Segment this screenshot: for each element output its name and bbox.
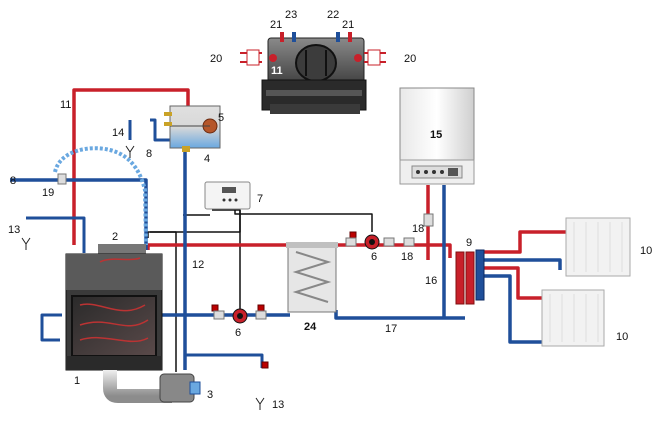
label-21a: 21 [270, 19, 282, 31]
label-10b: 10 [616, 331, 628, 343]
label-10a: 10 [640, 245, 652, 257]
control-line [150, 231, 177, 372]
plate-heat-exchanger [286, 242, 338, 313]
air-intake [103, 370, 201, 403]
label-7: 7 [257, 193, 263, 205]
label-18a: 18 [412, 223, 424, 235]
supply-pipe [480, 230, 566, 254]
return-pipe [482, 258, 562, 270]
label-13b: 13 [272, 399, 284, 411]
supply-pipe [146, 243, 290, 250]
label-24: 24 [304, 321, 317, 333]
label-3: 3 [207, 389, 213, 401]
pump-lower [232, 308, 248, 324]
label-6a: 6 [235, 327, 241, 339]
label-5: 5 [218, 112, 224, 124]
return-pipe [40, 313, 62, 342]
return-pipe [334, 310, 465, 320]
label-18b: 18 [401, 251, 413, 263]
pipes [10, 88, 566, 372]
drain-tap [255, 397, 265, 410]
label-2: 2 [112, 231, 118, 243]
label-20a: 20 [210, 53, 222, 65]
expansion-tank [164, 105, 221, 152]
label-6b: 6 [371, 251, 377, 263]
label-17: 17 [385, 323, 397, 335]
label-22: 22 [327, 9, 339, 21]
label-11b: 11 [271, 65, 283, 77]
filters [57, 173, 434, 320]
supply-pipe [336, 243, 452, 258]
supply-pipe [480, 266, 542, 300]
controller [204, 181, 251, 210]
return-pipe [10, 178, 148, 250]
control-line [234, 203, 373, 232]
radiator-lower [541, 289, 605, 347]
label-19: 19 [42, 187, 54, 199]
label-12: 12 [192, 259, 204, 271]
label-13a: 13 [8, 224, 20, 236]
return-pipe [185, 353, 264, 368]
gas-boiler [399, 87, 475, 185]
labels: 1 2 3 4 5 6 6 7 8 8 9 10 10 11 11 12 13 … [8, 9, 652, 411]
label-11a: 11 [60, 99, 71, 111]
fireplace-insert-top [240, 32, 386, 114]
flex-hose [53, 146, 148, 246]
return-pipe [150, 118, 170, 142]
label-1: 1 [74, 375, 80, 387]
label-8a: 8 [10, 175, 16, 187]
radiator-upper [565, 217, 631, 277]
return-pipe [26, 216, 86, 253]
label-16: 16 [425, 275, 437, 287]
label-14: 14 [112, 127, 124, 139]
drain-tap [125, 145, 135, 158]
label-23: 23 [285, 9, 297, 21]
drain-tap [21, 237, 31, 250]
label-20b: 20 [404, 53, 416, 65]
label-15: 15 [430, 129, 442, 141]
supply-pipe [72, 88, 190, 245]
label-8b: 8 [146, 148, 152, 160]
label-4: 4 [204, 153, 210, 165]
valves [211, 231, 357, 369]
return-pipe [482, 274, 548, 344]
manifold [455, 249, 485, 305]
label-9: 9 [466, 237, 472, 249]
fireplace [65, 244, 163, 371]
label-21b: 21 [342, 19, 354, 31]
pump-upper [364, 234, 380, 250]
control-line [147, 209, 241, 238]
